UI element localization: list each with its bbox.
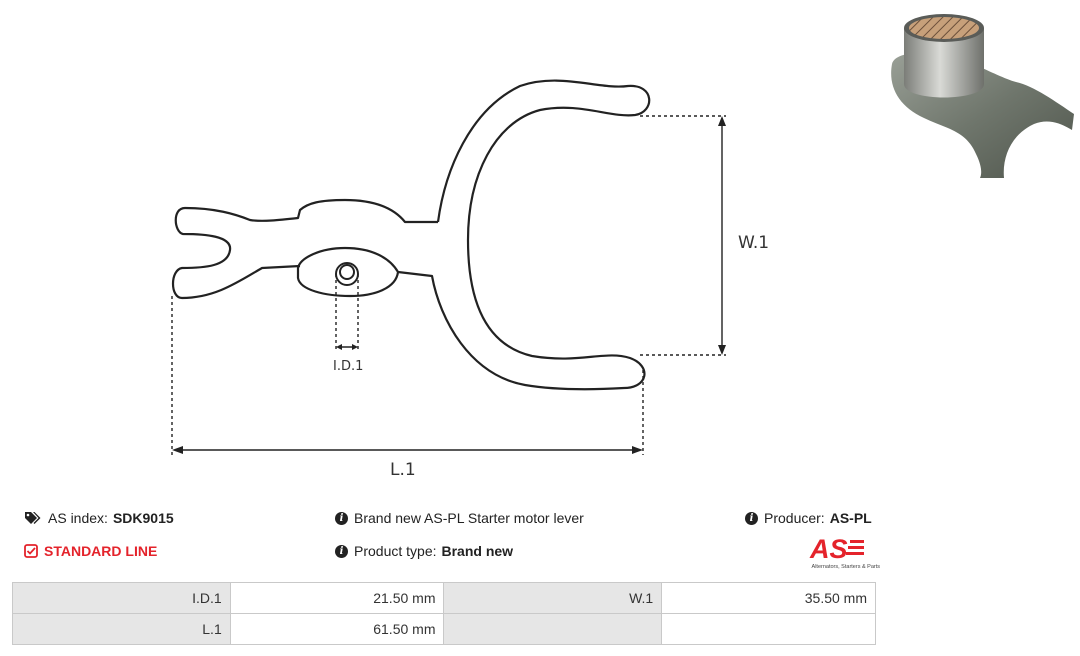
- tags-icon: [25, 512, 41, 524]
- spec-label: L.1: [12, 613, 231, 645]
- as-logo: AS Alternators, Starters & Parts: [790, 534, 880, 570]
- standard-line: STANDARD LINE: [24, 543, 157, 559]
- dimension-arrows: [172, 116, 726, 454]
- as-logo-mark: AS: [809, 534, 864, 564]
- dim-label-w1: W.1: [738, 233, 769, 253]
- producer: i Producer: AS-PL: [745, 510, 872, 526]
- product-type-label: Product type:: [354, 543, 437, 559]
- dimension-lines: [171, 115, 726, 455]
- spec-table: I.D.1 21.50 mm W.1 35.50 mm L.1 61.50 mm: [12, 582, 876, 645]
- spec-value: 61.50 mm: [229, 613, 445, 645]
- description-text: Brand new AS-PL Starter motor lever: [354, 510, 584, 526]
- info-circle-icon: i: [335, 511, 348, 525]
- product-photo: [891, 14, 1074, 178]
- lever-outline: [171, 79, 651, 391]
- dim-label-id1: I.D.1: [333, 359, 363, 374]
- producer-label: Producer:: [764, 510, 825, 526]
- as-index-label: AS index:: [48, 510, 108, 526]
- info-circle-icon: i: [745, 511, 758, 525]
- technical-drawing: I.D.1 W.1 L.1: [171, 79, 769, 480]
- table-row: L.1 61.50 mm: [12, 613, 876, 645]
- spec-label: I.D.1: [12, 582, 231, 614]
- standard-line-label: STANDARD LINE: [44, 543, 158, 559]
- table-row: I.D.1 21.50 mm W.1 35.50 mm: [12, 582, 876, 614]
- spec-label: [443, 613, 663, 645]
- producer-value: AS-PL: [829, 510, 872, 526]
- dim-label-l1: L.1: [390, 460, 416, 480]
- description: i Brand new AS-PL Starter motor lever: [335, 510, 584, 526]
- as-logo-tagline: Alternators, Starters & Parts: [811, 564, 880, 570]
- spec-label: W.1: [443, 582, 663, 614]
- product-type: i Product type: Brand new: [335, 543, 513, 559]
- as-index: AS index: SDK9015: [24, 510, 174, 526]
- product-type-value: Brand new: [441, 543, 514, 559]
- bore-hole: [335, 262, 359, 286]
- spec-value: [661, 613, 876, 645]
- info-circle-icon: i: [335, 544, 348, 558]
- as-logo-text: AS: [809, 534, 848, 564]
- spec-value: 35.50 mm: [661, 582, 876, 614]
- spec-value: 21.50 mm: [229, 582, 445, 614]
- as-index-value: SDK9015: [112, 510, 174, 526]
- check-square-icon: [24, 544, 38, 558]
